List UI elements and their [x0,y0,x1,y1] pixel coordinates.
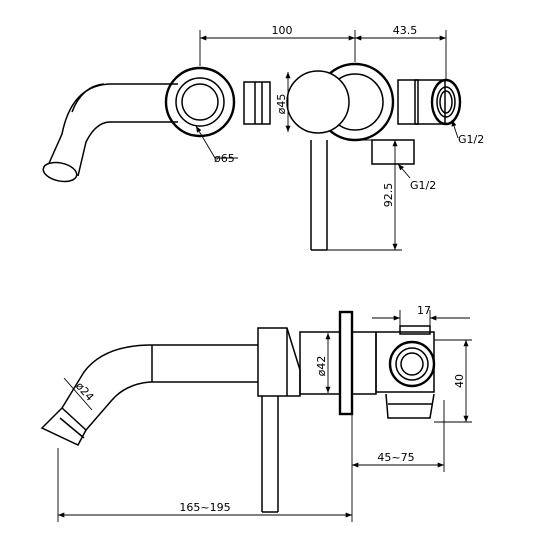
dim-port-height: 40 [434,339,472,423]
side-handle [257,327,301,513]
side-spout [40,344,258,446]
dim-cartridge-diameter: ø45 [275,72,291,132]
dim-port-width: 43.5 [355,24,447,80]
dim-label-165-195: 165~195 [179,501,230,514]
dim-spout-diameter: ø24 [63,377,96,411]
dim-label-d42: ø42 [315,356,328,377]
top-body-block [243,81,271,125]
dim-label-g12-side: G1/2 [458,133,484,146]
dim-label-100: 100 [272,24,293,37]
dim-label-43-5: 43.5 [393,24,418,37]
top-spout-flange [164,66,236,138]
top-view: 100 43.5 ø45 ø65 G1/2 G1/2 [42,24,484,251]
top-spout [42,83,178,183]
dim-label-g12-bottom: G1/2 [410,179,436,192]
side-view: 17 ø42 40 ø24 45~75 165~1 [40,304,472,522]
dim-spout-projection: 165~195 [57,448,352,522]
top-handle-lever [310,140,328,251]
dim-label-17: 17 [417,304,431,317]
side-valve-body [351,325,436,419]
dim-rose-diameter: ø42 [315,333,331,393]
dim-label-d45: ø45 [275,94,288,115]
dim-thread-bottom: G1/2 [397,163,436,192]
dim-wall-depth: 45~75 [351,400,445,522]
dim-port-offset: 17 [372,304,470,326]
dim-label-d65: ø65 [214,152,235,165]
dim-label-40: 40 [453,374,466,388]
top-outlet-port [371,78,462,165]
top-valve-rose [286,62,395,142]
dim-handle-length: 92.5 [327,139,402,251]
dim-label-92-5: 92.5 [382,183,395,208]
dim-label-45-75: 45~75 [377,451,414,464]
dim-body-width: 100 [199,24,356,66]
dim-flange-diameter: ø65 [195,125,238,165]
dim-thread-side: G1/2 [451,119,484,146]
